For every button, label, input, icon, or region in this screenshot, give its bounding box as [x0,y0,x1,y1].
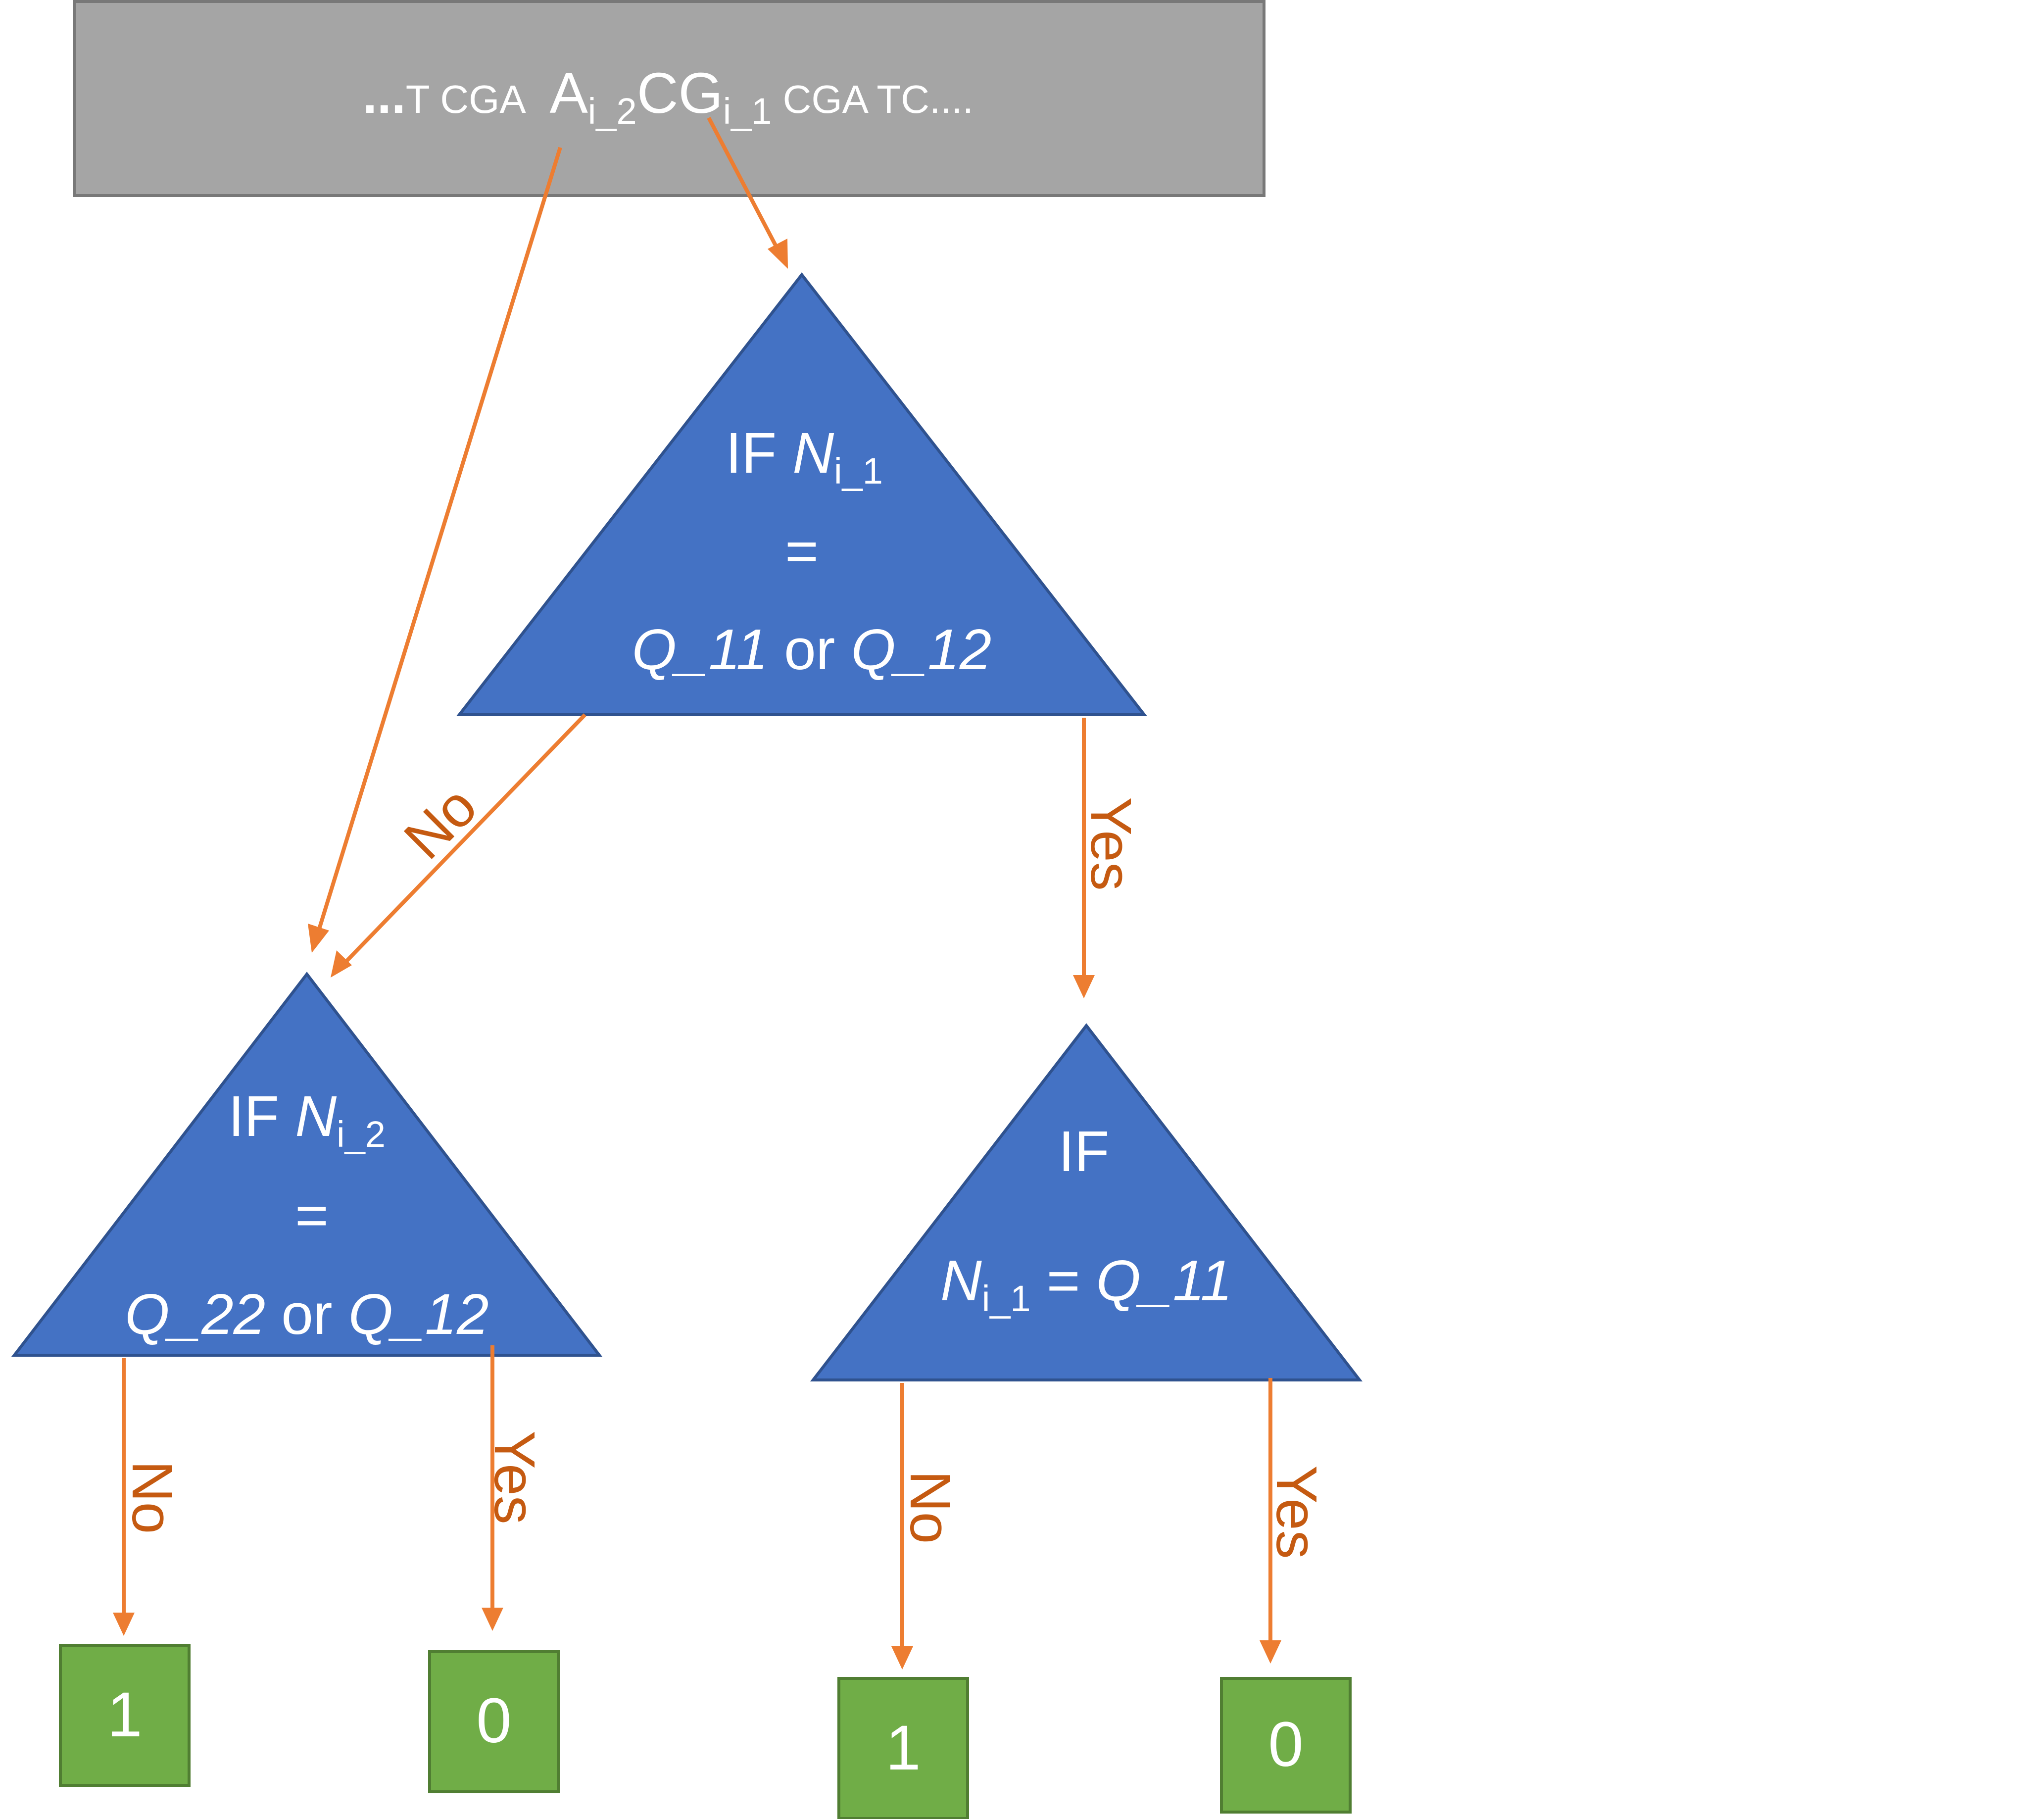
root-condition-line3: Q_11 or Q_12 [632,617,992,682]
leaf-left-yes: 0 [428,1650,560,1793]
edge-label-left-no: No [120,1461,185,1534]
sequence-dots: ... [363,67,406,124]
sequence-base-a: A [550,61,588,125]
leaf-right-yes-value: 0 [1268,1709,1303,1780]
left-condition-line3: Q_22 or Q_12 [125,1282,488,1346]
sequence-text: ...T CGA Ai_2CGi_1 CGA TC.... [363,61,973,132]
right-condition-line2: Ni_1 = Q_11 [940,1248,1232,1319]
arrow-right-no [891,1383,913,1670]
edge-label-root-no: No [391,774,489,871]
arrow-left-no [113,1358,135,1636]
arrow-root-yes [1073,718,1095,998]
sequence-right-flank: CGA TC.... [772,77,973,121]
arrow-root-no [331,713,586,978]
leaf-left-no-value: 1 [107,1679,142,1750]
sequence-base-cg: CG [637,61,723,125]
sequence-sub-a: i_2 [588,91,637,132]
left-decision-node: IF Ni_2 = Q_22 or Q_12 [11,972,603,1357]
root-condition-line1: IF Ni_1 [726,421,883,492]
right-decision-node: IF Ni_1 = Q_11 [810,1023,1363,1381]
edge-label-root-yes: Yes [1079,797,1143,890]
arrow-right-yes [1260,1378,1281,1664]
edges [113,117,1281,1670]
sequence-sub-g: i_1 [723,91,772,132]
edge-label-right-no: No [898,1471,963,1544]
arrow-left-yes [482,1345,503,1631]
leaf-left-yes-value: 0 [476,1685,511,1756]
root-decision-node: IF Ni_1 = Q_11 or Q_12 [456,272,1148,716]
leaf-right-no-value: 1 [885,1713,921,1783]
leaf-left-no: 1 [59,1644,191,1787]
arrow-sequence-to-root [707,117,788,269]
root-condition-line2: = [785,519,819,583]
left-condition-line2: = [295,1183,329,1247]
sequence-left-flank: T CGA [406,77,535,121]
edge-label-right-yes: Yes [1265,1465,1329,1559]
left-condition-line1: IF Ni_2 [228,1084,386,1155]
leaf-right-yes: 0 [1220,1677,1352,1814]
right-condition-line1: IF [1058,1119,1109,1183]
edge-label-left-yes: Yes [483,1430,547,1524]
leaf-right-no: 1 [837,1677,969,1819]
sequence-box: ...T CGA Ai_2CGi_1 CGA TC.... [73,0,1265,197]
arrow-sequence-to-left [308,147,562,953]
